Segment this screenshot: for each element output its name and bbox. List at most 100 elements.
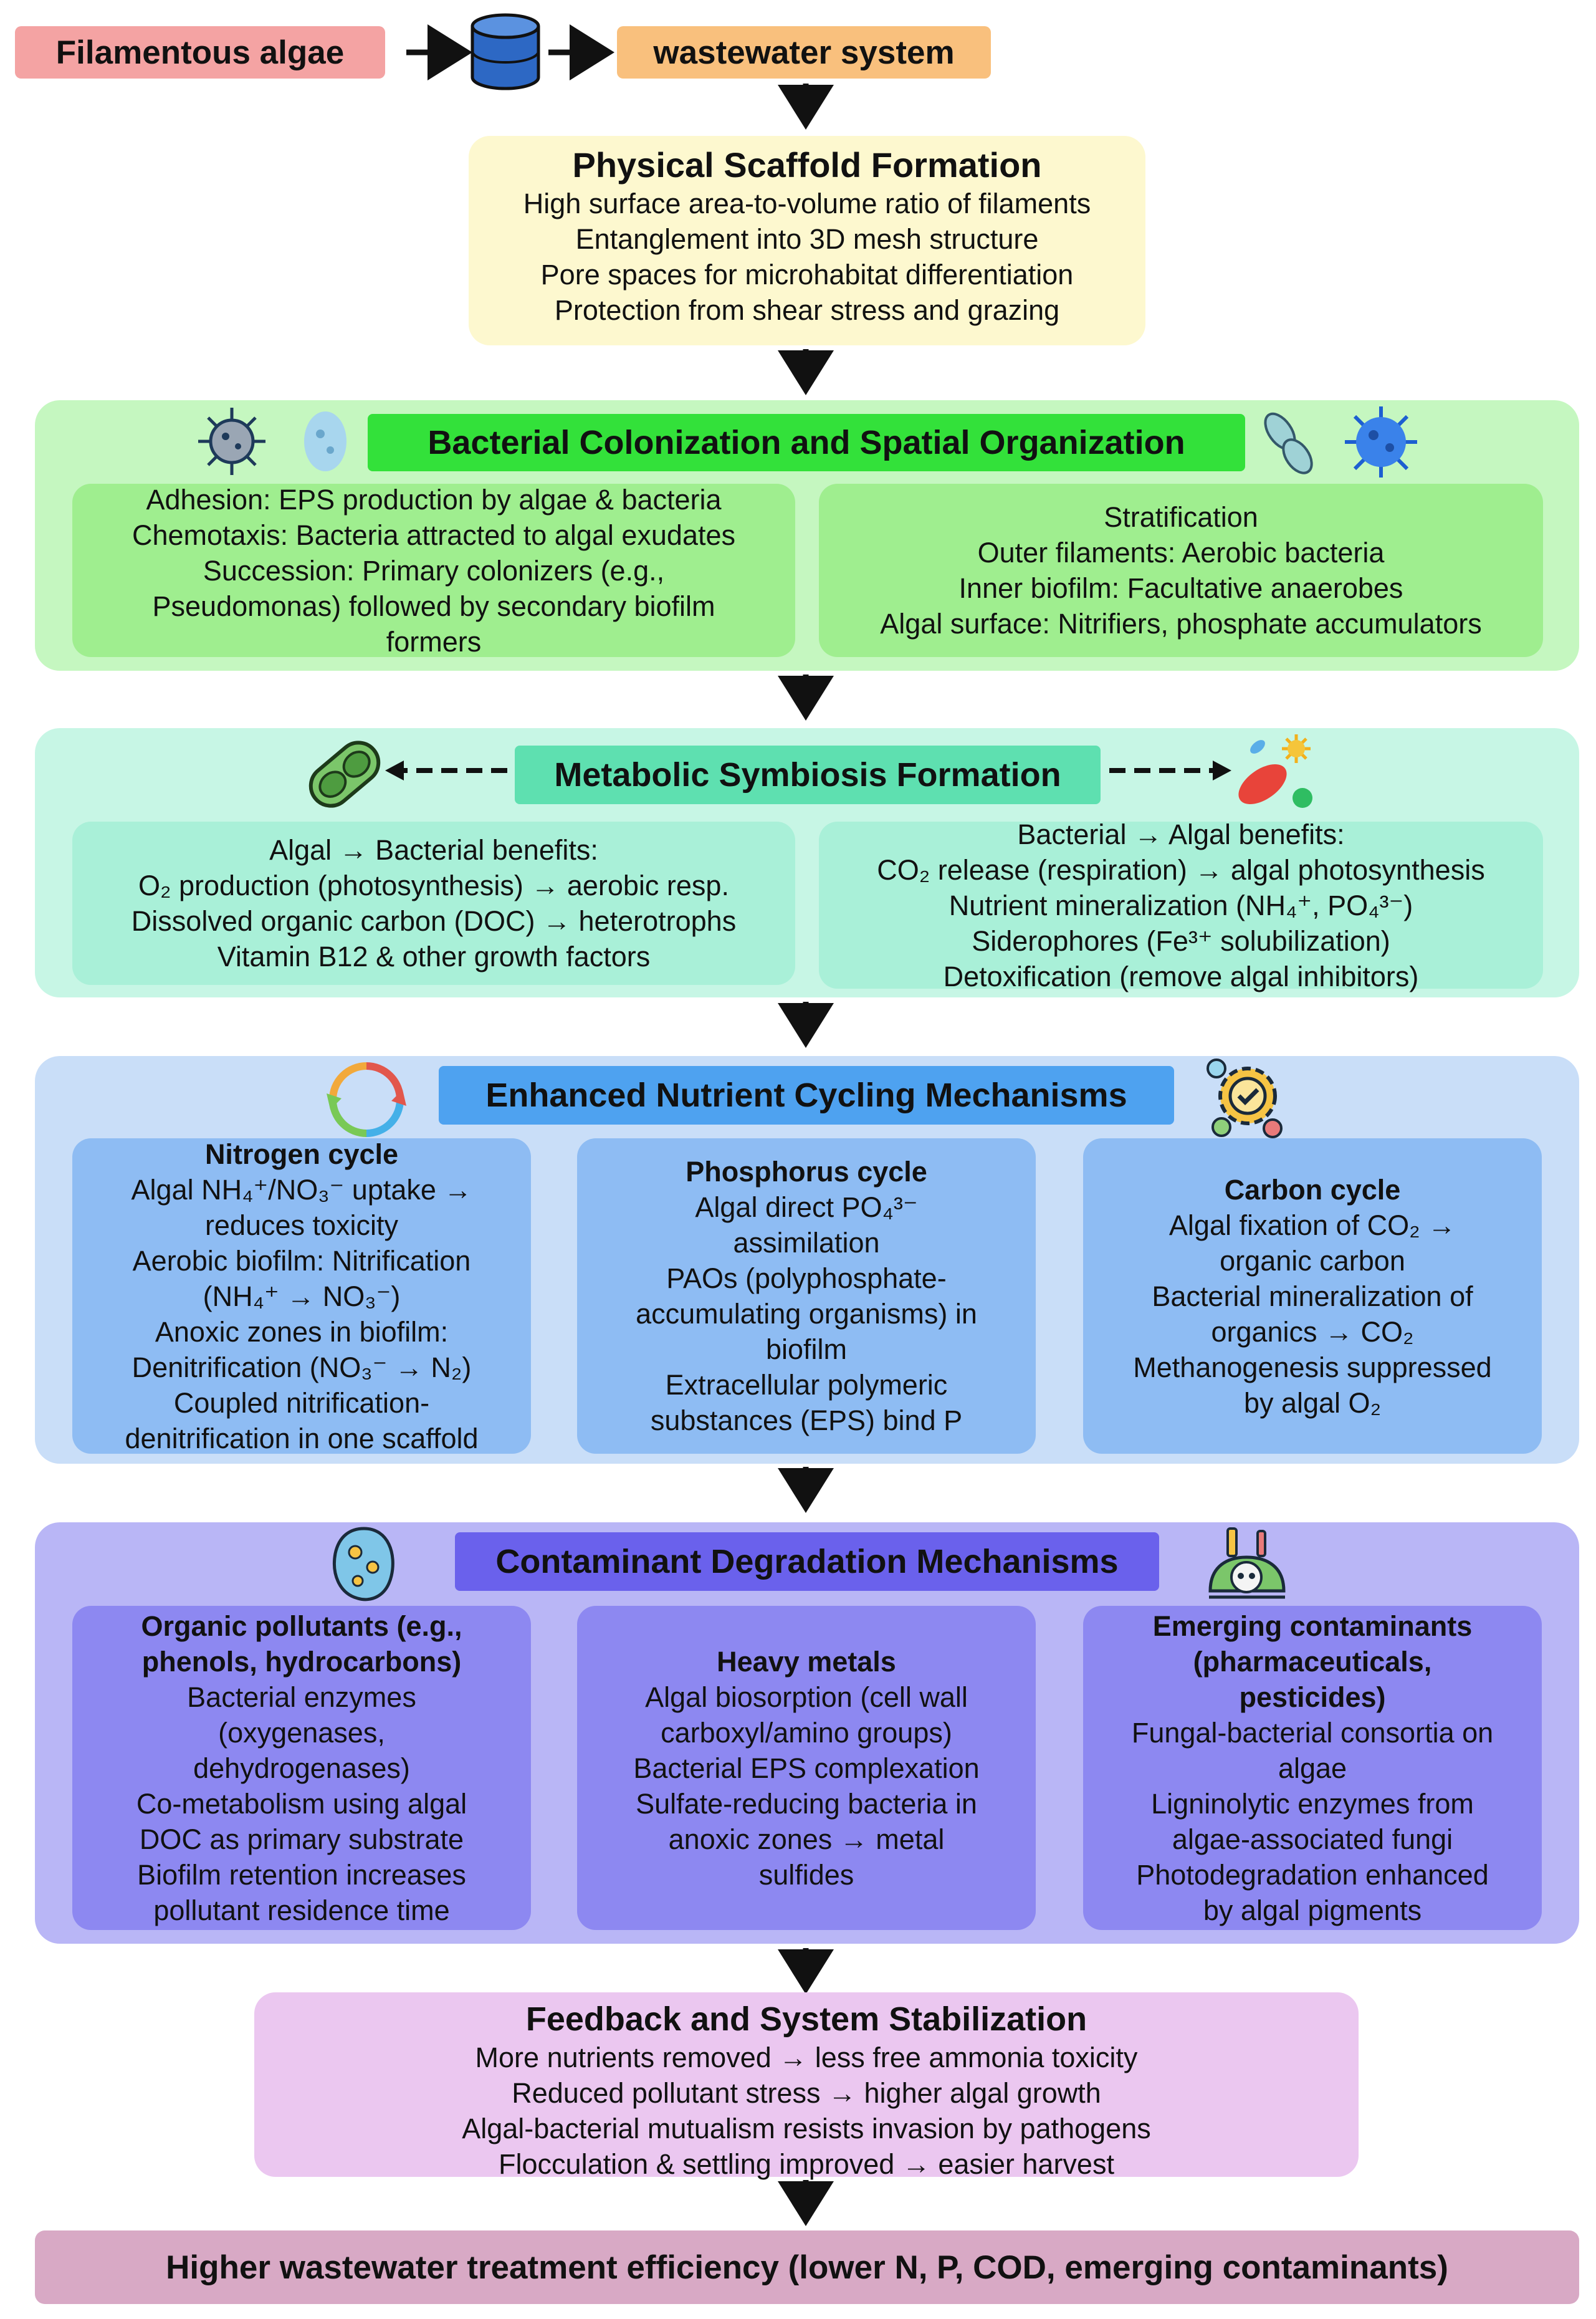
nitrogen-cycle-line: (NH₄⁺ → NO₃⁻) [203,1280,401,1312]
heavy-metals-line: Algal biosorption (cell wall [645,1681,968,1713]
colonization-left-line: formers [386,625,482,658]
colonization-left-line: Succession: Primary colonizers (e.g., [203,554,665,587]
colonization-left-line: Adhesion: EPS production by algae & bact… [146,483,722,516]
emerging-contaminants-line: Photodegradation enhanced [1136,1858,1489,1891]
phosphorus-cycle-title: Phosphorus cycle [686,1156,927,1188]
target-box: wastewater system [617,26,991,79]
bacterium-icon [304,411,346,471]
carbon-cycle-line: organic carbon [1220,1244,1405,1277]
microbes-icon [1238,734,1312,808]
emerging-contaminants-title: (pharmaceuticals, [1193,1645,1432,1678]
carbon-cycle-line: Methanogenesis suppressed [1133,1351,1492,1383]
organic-pollutants-box: Organic pollutants (e.g., phenols, hydro… [72,1606,531,1930]
emerging-contaminants-line: Fungal-bacterial consortia on [1131,1716,1494,1749]
organic-pollutants-line: Biofilm retention increases [137,1858,466,1891]
symbiosis-right-line: Detoxification (remove algal inhibitors) [943,960,1419,992]
dashed-arrow-left [385,761,507,780]
colonization-right-line: Algal surface: Nitrifiers, phosphate acc… [880,608,1482,640]
carbon-cycle-line: Algal fixation of CO₂ → [1168,1209,1456,1241]
nitrogen-cycle-line: reduces toxicity [204,1209,399,1241]
dashed-arrow-right [1109,761,1231,780]
phosphorus-cycle-box: Phosphorus cycle Algal direct PO₄³⁻ assi… [577,1138,1036,1454]
heavy-metals-title: Heavy metals [717,1645,896,1678]
symbiosis-right-box: Bacterial → Algal benefits: CO₂ release … [819,819,1543,992]
result-box: Higher wastewater treatment efficiency (… [35,2230,1579,2304]
colonization-right-line: Inner biofilm: Facultative anaerobes [958,572,1403,604]
heavy-metals-line: Bacterial EPS complexation [633,1752,980,1784]
phosphorus-cycle-line: biofilm [765,1333,848,1365]
emerging-contaminants-title: pesticides) [1239,1681,1386,1713]
organic-pollutants-title: Organic pollutants (e.g., [141,1610,462,1642]
phosphorus-cycle-line: Algal direct PO₄³⁻ [695,1191,918,1223]
carbon-cycle-line: Bacterial mineralization of [1152,1280,1473,1312]
feedback-line: Flocculation & settling improved → easie… [499,2148,1114,2180]
organic-pollutants-line: Co-metabolism using algal [136,1787,467,1820]
feedback-line: More nutrients removed → less free ammon… [475,2042,1138,2073]
carbon-cycle-title: Carbon cycle [1224,1173,1401,1206]
nutrient-title: Enhanced Nutrient Cycling Mechanisms [439,1066,1174,1125]
colonization-right-line: Stratification [1104,501,1258,533]
scaffold-line: Protection from shear stress and grazing [554,294,1060,326]
feedback-line: Reduced pollutant stress → higher algal … [512,2077,1101,2109]
emerging-contaminants-line: algae-associated fungi [1172,1823,1453,1855]
scaffold-title: Physical Scaffold Formation [572,145,1042,185]
colonization-left-line: Chemotaxis: Bacteria attracted to algal … [131,519,736,551]
emerging-contaminants-line: Ligninolytic enzymes from [1151,1787,1474,1820]
gear-check-icon [1207,1059,1283,1138]
symbiosis-right-line: Siderophores (Fe³⁺ solubilization) [972,924,1390,957]
symbiosis-left-line: O₂ production (photosynthesis) → aerobic… [138,870,729,901]
colonization-left-box: Adhesion: EPS production by algae & bact… [72,483,795,658]
organic-pollutants-title: phenols, hydrocarbons) [141,1645,462,1678]
symbiosis-left-box: Algal → Bacterial benefits: O₂ productio… [72,822,795,985]
carbon-cycle-box: Carbon cycle Algal fixation of CO₂ → org… [1083,1138,1542,1454]
nitrogen-cycle-line: Anoxic zones in biofilm: [155,1315,449,1348]
heavy-metals-line: anoxic zones → metal [668,1823,945,1855]
carbon-cycle-line: organics → CO₂ [1211,1315,1414,1348]
emerging-contaminants-title: Emerging contaminants [1152,1610,1473,1642]
feedback-line: Algal-bacterial mutualism resists invasi… [462,2113,1151,2144]
heavy-metals-line: Sulfate-reducing bacteria in [636,1787,977,1820]
colonization-title: Bacterial Colonization and Spatial Organ… [368,414,1245,471]
phosphorus-cycle-line: substances (EPS) bind P [650,1404,963,1436]
phosphorus-cycle-line: assimilation [733,1227,880,1259]
emerging-contaminants-box: Emerging contaminants (pharmaceuticals, … [1083,1606,1542,1930]
nitrogen-cycle-box: Nitrogen cycle Algal NH₄⁺/NO₃⁻ uptake → … [72,1138,531,1454]
symbiosis-title: Metabolic Symbiosis Formation [515,746,1101,804]
colonization-left-line: Pseudomonas) followed by secondary biofi… [152,590,715,622]
symbiosis-left-line: Vitamin B12 & other growth factors [217,941,651,972]
colonization-right-box: Stratification Outer filaments: Aerobic … [819,484,1543,657]
colonization-right-line: Outer filaments: Aerobic bacteria [977,537,1385,569]
organic-pollutants-line: (oxygenases, [218,1716,385,1749]
scaffold-box: Physical Scaffold Formation High surface… [469,136,1145,345]
database-cylinder-icon [471,13,540,90]
virus-icon [198,408,265,475]
heavy-metals-line: sulfides [758,1858,854,1891]
microbe-cluster-icon [1345,406,1417,478]
symbiosis-right-heading: Bacterial → Algal benefits: [1017,818,1345,850]
organic-pollutants-line: Bacterial enzymes [187,1681,416,1713]
feedback-box: Feedback and System Stabilization More n… [254,1992,1359,2180]
scaffold-line: High surface area-to-volume ratio of fil… [523,188,1091,219]
cycle-arrows-icon [327,1062,406,1137]
symbiosis-right-line: Nutrient mineralization (NH₄⁺, PO₄³⁻) [949,889,1413,921]
algal-cell-icon [308,741,381,808]
scaffold-line: Pore spaces for microhabitat differentia… [540,259,1074,290]
nitrogen-cycle-line: Aerobic biofilm: Nitrification [132,1244,471,1277]
scaffold-line: Entanglement into 3D mesh structure [575,223,1039,255]
contaminant-title: Contaminant Degradation Mechanisms [455,1532,1159,1591]
symbiosis-left-line: Dissolved organic carbon (DOC) → heterot… [131,905,737,937]
nitrogen-cycle-line: Denitrification (NO₃⁻ → N₂) [131,1351,472,1383]
nitrogen-cycle-title: Nitrogen cycle [204,1138,399,1170]
phosphorus-cycle-line: Extracellular polymeric [665,1369,948,1401]
organic-pollutants-line: DOC as primary substrate [139,1823,464,1855]
feedback-title: Feedback and System Stabilization [525,2000,1087,2038]
nitrogen-cycle-line: Coupled nitrification- [173,1386,430,1419]
symbiosis-right-line: CO₂ release (respiration) → algal photos… [877,853,1485,886]
cell-colony-icon [333,1527,394,1601]
organic-pollutants-line: pollutant residence time [153,1894,450,1926]
emerging-contaminants-line: algae [1278,1752,1347,1784]
carbon-cycle-line: by algal O₂ [1243,1386,1382,1419]
nitrogen-cycle-line: Algal NH₄⁺/NO₃⁻ uptake → [131,1173,472,1206]
heavy-metals-line: carboxyl/amino groups) [661,1716,952,1749]
